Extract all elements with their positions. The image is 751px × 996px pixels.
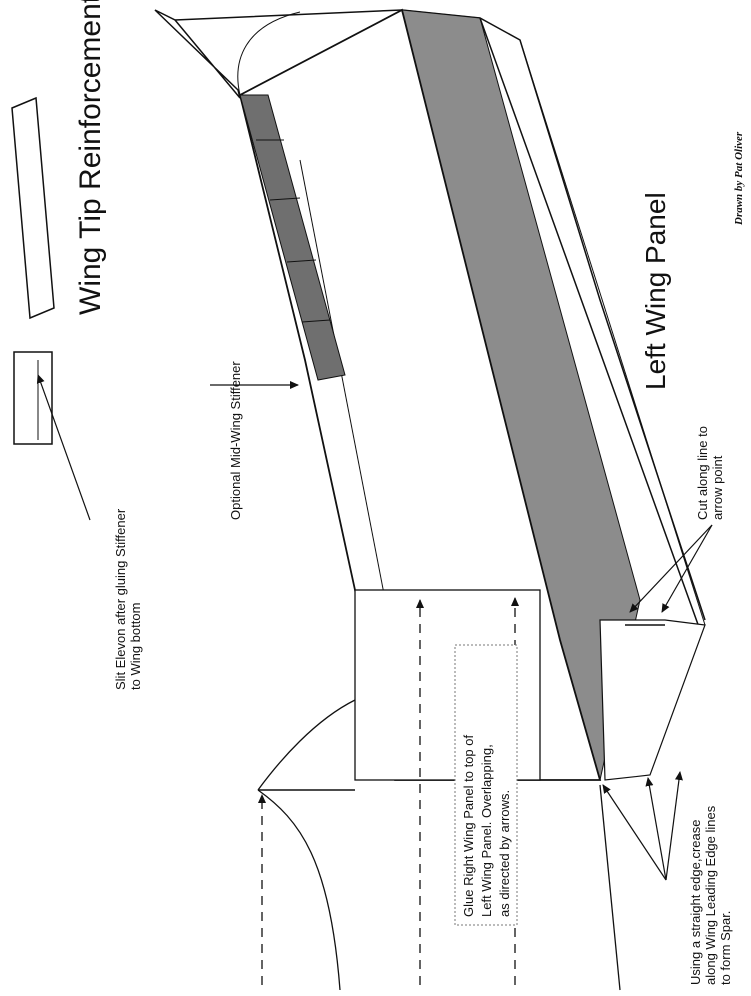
glue-instruction-box: Glue Right Wing Panel to top of Left Win… [454, 644, 518, 926]
slit-text-1: Slit Elevon after gluing Stiffener [113, 508, 128, 690]
slit-text-2: to Wing bottom [128, 603, 143, 690]
wing-tip-reinforcement-part [11, 96, 55, 320]
mid-wing-stiffener [239, 94, 346, 381]
panel-label: Left Wing Panel [640, 192, 671, 390]
crease-text-2: along Wing Leading Edge lines [703, 805, 718, 985]
mid-stiffener-text: Optional Mid-Wing Stiffener [228, 361, 243, 520]
glue-text-2: Left Wing Panel. Overlapping, [479, 744, 494, 917]
credit-text: Drawn by Pat Oliver [733, 131, 745, 226]
cut-text-1: Cut along line to [695, 426, 710, 520]
cut-text-2: arrow point [710, 455, 725, 520]
glue-text-1: Glue Right Wing Panel to top of [461, 735, 476, 917]
crease-text-3: to form Spar. [718, 911, 733, 985]
glue-text-3: as directed by arrows. [497, 790, 512, 917]
title-text: Wing Tip Reinforcement [74, 0, 107, 315]
leader-arrows [36, 374, 713, 881]
crease-text-1: Using a straight edge,crease [688, 820, 703, 985]
